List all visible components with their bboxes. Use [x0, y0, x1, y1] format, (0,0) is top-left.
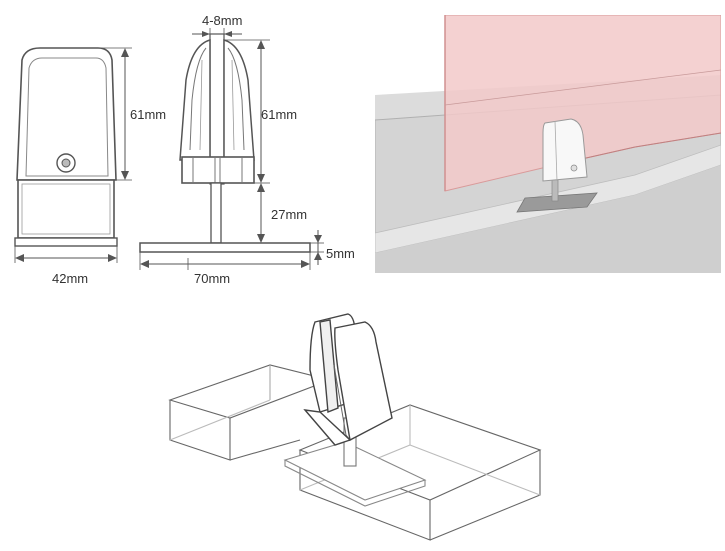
installed-scene-render	[375, 15, 721, 273]
side-view-svg	[139, 28, 324, 270]
iso-svg	[168, 313, 542, 541]
side-view-drawing: 4-8mm 61mm 27mm 5mm 70mm	[130, 0, 375, 290]
base-length-label: 70mm	[194, 271, 231, 286]
scene-svg	[375, 15, 721, 273]
front-height-label: 61mm	[130, 107, 167, 122]
mount-base-plate	[516, 192, 598, 213]
base-thickness-label: 5mm	[326, 246, 355, 261]
mount-clamp	[542, 118, 588, 182]
front-width-label: 42mm	[52, 271, 89, 286]
side-base-plate	[139, 242, 311, 253]
isometric-assembly-drawing	[160, 300, 560, 550]
glass-thickness-label: 4-8mm	[202, 13, 243, 28]
side-clamp-left	[179, 39, 211, 161]
side-stem	[210, 182, 222, 244]
iso-clamp-front	[334, 321, 393, 442]
front-view-svg	[14, 47, 132, 263]
mount-screw-icon	[570, 164, 578, 172]
iso-clamp-slot	[319, 319, 339, 413]
front-clamp-inner	[25, 57, 109, 177]
stem-height-label: 27mm	[271, 207, 308, 222]
side-height-label: 61mm	[261, 107, 298, 122]
front-view-drawing: 61mm 42mm	[0, 0, 166, 290]
front-base-plate	[14, 237, 118, 247]
front-clamp-block	[17, 179, 115, 239]
side-clamp-right	[223, 39, 255, 161]
